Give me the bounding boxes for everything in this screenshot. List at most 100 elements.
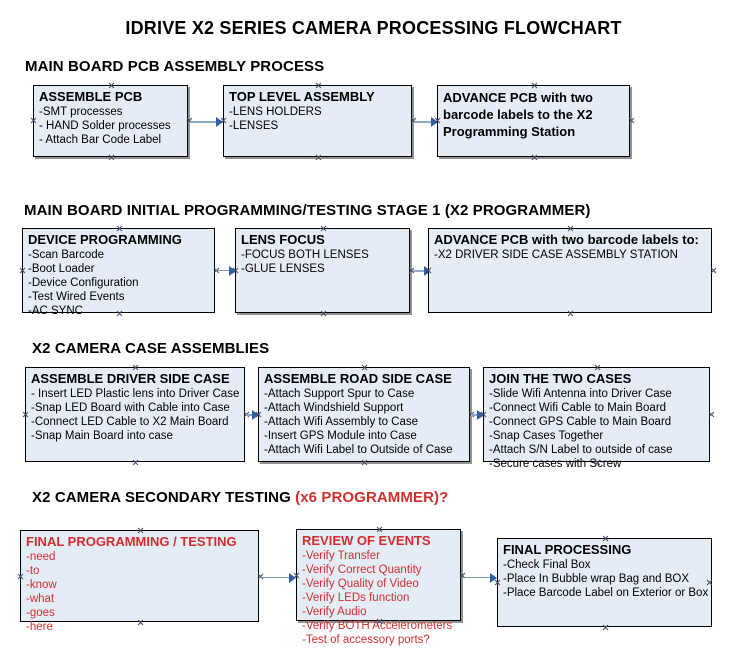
box-line: -Connect Wifi Cable to Main Board — [489, 402, 667, 414]
box-line: -SMT processes — [39, 106, 123, 118]
box-join-the-two-cases[interactable]: JOIN THE TWO CASES -Slide Wifi Antenna i… — [483, 367, 710, 470]
box-title: ASSEMBLE DRIVER SIDE CASE — [31, 371, 230, 386]
arrowhead-icon — [431, 117, 438, 127]
box-assemble-road-side-case[interactable]: ASSEMBLE ROAD SIDE CASE -Attach Support … — [258, 367, 470, 462]
box-line: -Device Configuration — [28, 277, 139, 289]
section-header-text: X2 CAMERA SECONDARY TESTING — [32, 489, 296, 506]
box-title: REVIEW OF EVENTS — [302, 533, 431, 548]
box-line: -Verify BOTH Accelerometers — [302, 620, 453, 632]
box-line: -Snap Main Board into case — [31, 430, 173, 442]
box-line: -X2 DRIVER SIDE CASE ASSEMBLY STATION — [434, 249, 678, 261]
connection-handle-bottom[interactable] — [108, 154, 115, 161]
box-line: - HAND Solder processes — [39, 120, 171, 132]
box-review-of-events[interactable]: REVIEW OF EVENTS -Verify Transfer -Verif… — [296, 529, 461, 646]
connector-arrow — [462, 577, 491, 578]
box-line: -Test Wired Events — [28, 291, 125, 303]
connector-arrow — [260, 577, 290, 578]
arrowhead-icon — [477, 410, 484, 420]
box-final-processing[interactable]: FINAL PROCESSING -Check Final Box -Place… — [497, 538, 712, 627]
box-assemble-pcb[interactable]: ASSEMBLE PCB -SMT processes - HAND Solde… — [33, 85, 188, 157]
box-advance-pcb-driver-side-case[interactable]: ADVANCE PCB with two barcode labels to: … — [428, 228, 712, 313]
box-line: -need — [26, 551, 56, 563]
box-line: -Attach Wifi Label to Outside of Case — [264, 444, 453, 456]
box-title: FINAL PROCESSING — [503, 542, 632, 557]
arrowhead-icon — [229, 266, 236, 276]
box-line: -LENSES — [229, 120, 279, 132]
box-line: -Snap LED Board with Cable into Case — [31, 402, 230, 414]
box-line: -goes — [26, 607, 55, 619]
section-header-x2-camera-case-assemblies: X2 CAMERA CASE ASSEMBLIES — [32, 340, 270, 357]
connection-handle-bottom[interactable] — [361, 459, 368, 466]
box-line: -Snap Cases Together — [489, 430, 604, 442]
box-line: -Verify Audio — [302, 606, 367, 618]
arrowhead-icon — [490, 573, 497, 583]
connection-handle-right[interactable] — [710, 267, 717, 274]
box-device-programming[interactable]: DEVICE PROGRAMMING -Scan Barcode -Boot L… — [22, 228, 215, 317]
box-line: -Verify Quality of Video — [302, 578, 419, 590]
box-title: ASSEMBLE PCB — [39, 89, 143, 104]
box-title: ADVANCE PCB with two barcode labels to: — [434, 232, 699, 247]
box-line: -Slide Wifi Antenna into Driver Case — [489, 388, 672, 400]
box-title: LENS FOCUS — [241, 232, 325, 247]
box-line: -Scan Barcode — [28, 249, 105, 261]
box-line: -Secure cases with Screw — [489, 458, 622, 470]
connector-arrow — [415, 121, 432, 123]
connection-handle-bottom[interactable] — [132, 459, 139, 466]
box-line: -Place Barcode Label on Exterior or Box — [503, 587, 709, 599]
box-lens-focus[interactable]: LENS FOCUS -FOCUS BOTH LENSES -GLUE LENS… — [235, 228, 410, 313]
box-title: ADVANCE PCB with two barcode labels to t… — [443, 90, 593, 139]
box-line: -here — [26, 621, 53, 633]
box-line: -Verify LEDs function — [302, 592, 410, 604]
connector-arrow — [471, 414, 479, 416]
box-advance-pcb-programming-station[interactable]: ADVANCE PCB with two barcode labels to t… — [437, 85, 630, 157]
box-line: -Check Final Box — [503, 559, 591, 571]
arrowhead-icon — [252, 410, 259, 420]
box-line: -Attach Windshield Support — [264, 402, 404, 414]
box-line: -Boot Loader — [28, 263, 95, 275]
connection-handle-bottom[interactable] — [567, 310, 574, 317]
connection-handle-bottom[interactable] — [531, 154, 538, 161]
box-assemble-driver-side-case[interactable]: ASSEMBLE DRIVER SIDE CASE - Insert LED P… — [25, 367, 245, 462]
arrowhead-icon — [424, 266, 431, 276]
box-line: -Insert GPS Module into Case — [264, 430, 417, 442]
box-line: -Place In Bubble wrap Bag and BOX — [503, 573, 690, 585]
connector-arrow — [191, 121, 217, 123]
box-line: -Connect LED Cable to X2 Main Board — [31, 416, 229, 428]
section-header-x2-camera-secondary-testing: X2 CAMERA SECONDARY TESTING (x6 PROGRAMM… — [32, 489, 448, 506]
box-line: - Attach Bar Code Label — [39, 134, 162, 146]
connection-handle-bottom[interactable] — [320, 310, 327, 317]
box-line: -what — [26, 593, 55, 605]
section-header-main-board-initial-programming: MAIN BOARD INITIAL PROGRAMMING/TESTING S… — [24, 202, 591, 219]
box-top-level-assembly[interactable]: TOP LEVEL ASSEMBLY -LENS HOLDERS -LENSES — [223, 85, 412, 157]
connection-handle-right[interactable] — [628, 117, 635, 124]
connector-arrow — [216, 270, 230, 271]
arrowhead-icon — [289, 573, 296, 583]
box-final-programming-testing[interactable]: FINAL PROGRAMMING / TESTING -need -to -k… — [20, 530, 259, 633]
connection-handle-right[interactable] — [708, 411, 715, 418]
box-line: -Connect GPS Cable to Main Board — [489, 416, 672, 428]
arrowhead-icon — [216, 117, 223, 127]
box-line: -Verify Transfer — [302, 550, 380, 562]
box-title: JOIN THE TWO CASES — [489, 371, 632, 386]
box-line: -LENS HOLDERS — [229, 106, 322, 118]
connector-arrow — [413, 270, 425, 272]
connector-arrow — [246, 414, 254, 416]
box-line: -Verify Correct Quantity — [302, 564, 422, 576]
box-title: TOP LEVEL ASSEMBLY — [229, 89, 375, 104]
connection-handle-bottom[interactable] — [315, 154, 322, 161]
box-line: -GLUE LENSES — [241, 263, 325, 275]
connection-handle-bottom[interactable] — [602, 624, 609, 631]
box-title: ASSEMBLE ROAD SIDE CASE — [264, 371, 452, 386]
box-title: DEVICE PROGRAMMING — [28, 232, 182, 247]
box-line: -FOCUS BOTH LENSES — [241, 249, 369, 261]
box-line: -Attach Wifi Assembly to Case — [264, 416, 419, 428]
section-header-main-board-pcb-assembly: MAIN BOARD PCB ASSEMBLY PROCESS — [25, 58, 325, 75]
box-line: -Attach S/N Label to outside of case — [489, 444, 673, 456]
box-line: -AC SYNC — [28, 305, 83, 317]
page-title: IDRIVE X2 SERIES CAMERA PROCESSING FLOWC… — [125, 18, 622, 38]
box-line: -know — [26, 579, 57, 591]
box-title: FINAL PROGRAMMING / TESTING — [26, 534, 237, 549]
box-line: -to — [26, 565, 40, 577]
box-line: -Attach Support Spur to Case — [264, 388, 415, 400]
